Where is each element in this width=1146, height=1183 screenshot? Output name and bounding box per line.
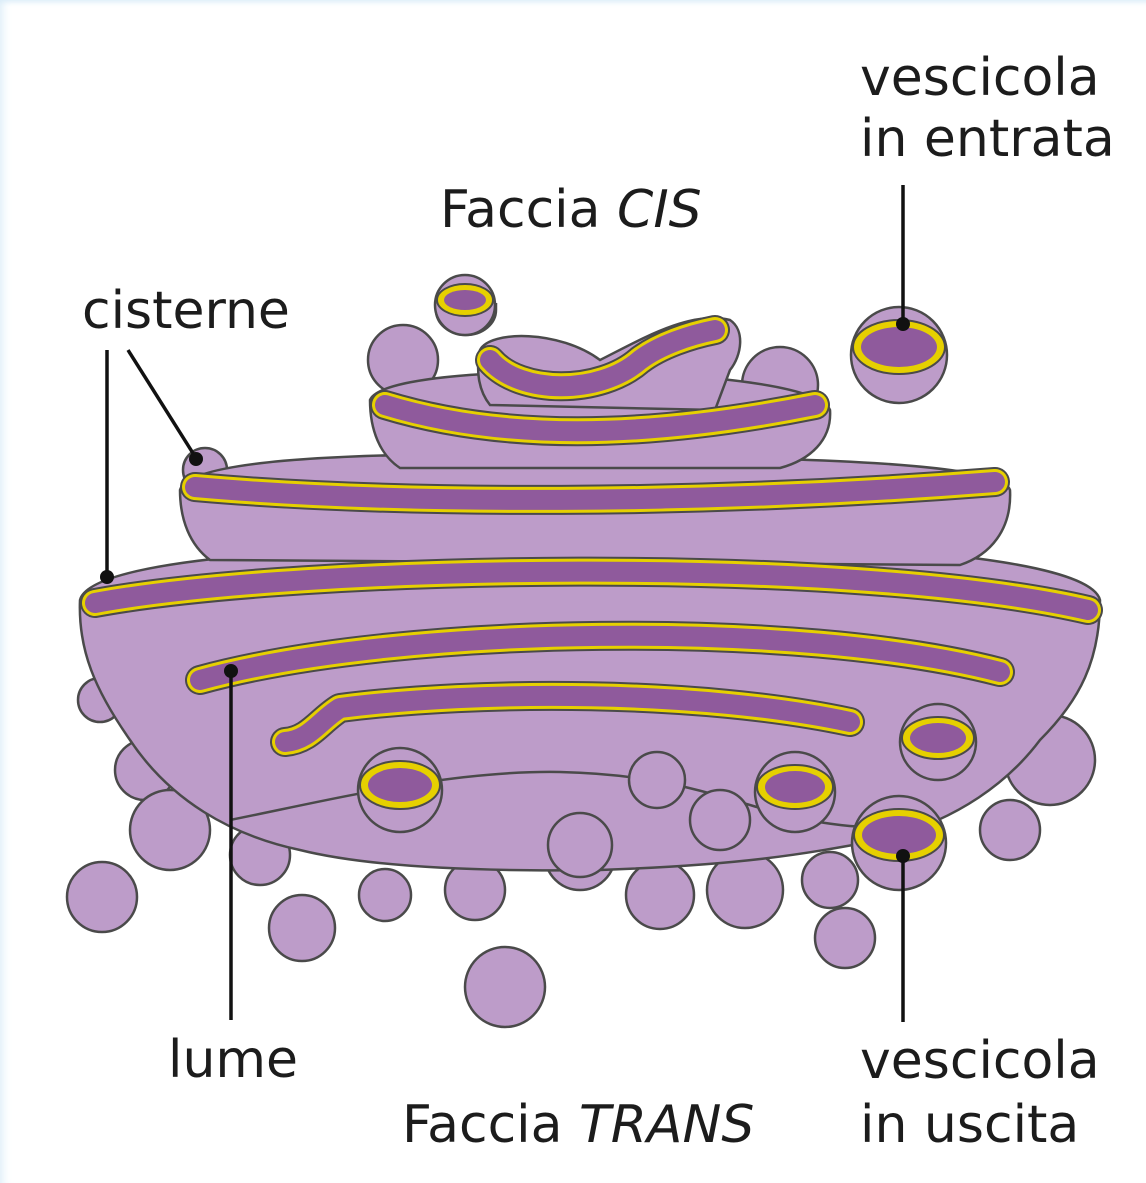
outgoing-vesicle xyxy=(852,796,946,890)
outgoing-vesicle-label-line1: vescicola xyxy=(860,1031,1100,1091)
lume-label: lume xyxy=(168,1030,298,1090)
cisterne-label: cisterne xyxy=(82,281,290,341)
cis-face-label: Faccia CIS xyxy=(440,180,702,240)
free-vesicle xyxy=(465,947,545,1027)
free-vesicle xyxy=(815,908,875,968)
incoming-vesicle-label-line1: vescicola xyxy=(860,48,1100,108)
trans-face-label: Faccia TRANS xyxy=(402,1095,754,1155)
free-vesicle xyxy=(269,895,335,961)
free-vesicle xyxy=(67,862,137,932)
cisterne-leader xyxy=(128,350,196,458)
incoming-vesicle-label-line2: in entrata xyxy=(860,109,1115,169)
outgoing-vesicle-label-line2: in uscita xyxy=(860,1095,1079,1155)
cisterna-3 xyxy=(195,482,995,500)
